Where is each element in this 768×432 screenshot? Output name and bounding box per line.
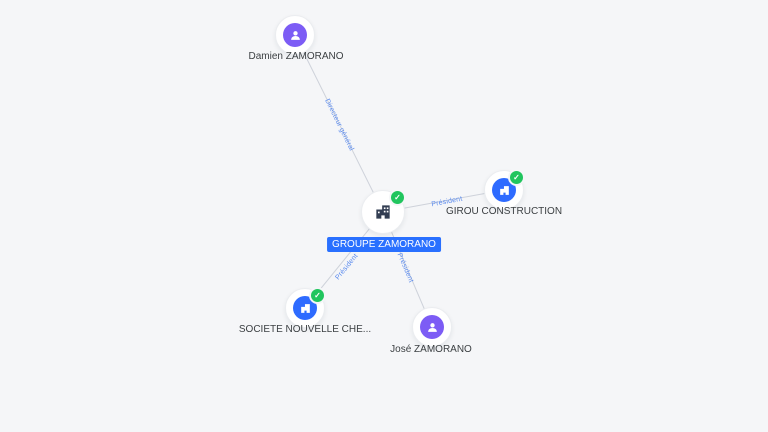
node-label-girou-construction[interactable]: GIROU CONSTRUCTION [445,206,563,217]
edge-groupe-damien [294,34,384,213]
node-societe-nouvelle[interactable]: ✓ [285,287,326,328]
node-girou-construction[interactable]: ✓ [484,169,525,210]
building-icon [293,296,317,320]
node-groupe-zamorano[interactable]: ✓ [361,189,406,234]
node-label-groupe-zamorano[interactable]: GROUPE ZAMORANO [327,237,441,252]
person-icon [283,23,307,47]
node-label-damien-zamorano[interactable]: Damien ZAMORANO [248,51,344,62]
verified-check-icon: ✓ [309,287,326,304]
building-icon [373,202,393,222]
person-icon [420,315,444,339]
verified-check-icon: ✓ [389,189,406,206]
node-label-societe-nouvelle[interactable]: SOCIETE NOUVELLE CHE... [238,324,372,335]
verified-check-icon: ✓ [508,169,525,186]
node-jose-zamorano[interactable] [412,307,452,347]
node-label-jose-zamorano[interactable]: José ZAMORANO [390,344,472,355]
node-damien-zamorano[interactable] [275,15,315,55]
